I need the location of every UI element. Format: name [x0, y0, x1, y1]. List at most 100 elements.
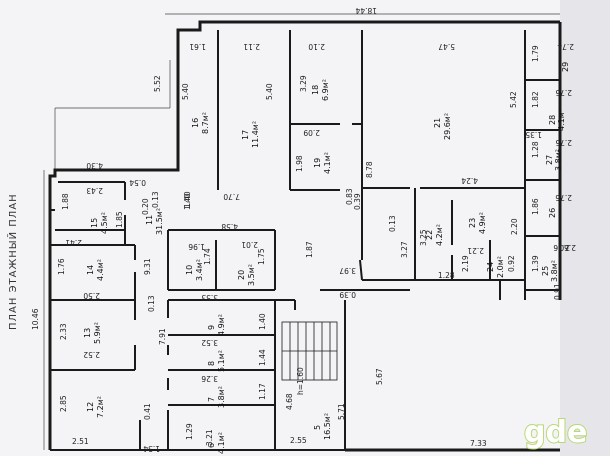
dim-extra-17: 0.13	[388, 215, 397, 232]
room-20-h: 1.75	[257, 248, 266, 265]
dim-extra-19: 0.92	[507, 255, 516, 272]
room-9-area: 4.9м²	[217, 314, 226, 336]
dimension-lines	[43, 13, 560, 450]
dim-extra-22: h=1.60	[296, 367, 305, 395]
dim-extra-2: 9.31	[143, 258, 152, 275]
room-19-w: 2.09	[303, 128, 320, 137]
room-22-w: 3.25	[419, 229, 428, 246]
room-11: 11 31.5м²	[145, 208, 164, 235]
room-19-num: 19	[313, 158, 322, 168]
room-26-h: 2.76	[555, 193, 572, 202]
room-7-w: 3.26	[201, 374, 218, 383]
room-20: 20 3.5м²	[237, 264, 256, 286]
room-9-h: 1.40	[258, 313, 267, 330]
room-7-num: 7	[207, 397, 216, 402]
room-10-num: 10	[185, 265, 194, 275]
room-14: 14 4.4м²	[86, 259, 105, 281]
room-15-h: 1.85	[115, 211, 124, 228]
room-23-h: 4.24	[461, 176, 478, 185]
room-27-h: 2.75	[555, 138, 572, 147]
room-labels: 16 8.7м² 1.61 5.40 17 11.4м² 2.11 5.40 1…	[57, 42, 574, 454]
room-6: 6 4.1м²	[207, 432, 226, 454]
dim-extra-1: 0.54	[129, 178, 146, 187]
room-20-area: 3.5м²	[247, 264, 256, 286]
outer-walls	[48, 20, 562, 452]
room-27-num: 27	[545, 155, 554, 165]
room-28-h: 2.75	[555, 88, 572, 97]
room-18-num: 18	[311, 85, 320, 95]
room-11-h: 1.40	[183, 193, 192, 210]
dim-extra-21: 4.68	[285, 393, 294, 410]
room-12-h: 2.85	[59, 395, 68, 412]
room-25-area: 3.8м²	[550, 260, 559, 282]
room-11-w: 0.20	[141, 198, 150, 215]
dim-extra-10: 2.51	[72, 437, 89, 446]
dim-left-overall: 10.46	[31, 308, 40, 330]
room-11-area: 31.5м²	[155, 208, 164, 235]
room-25-num: 25	[541, 266, 550, 276]
room-9-num: 9	[207, 325, 216, 330]
room-15-area: 4.5м²	[100, 212, 109, 234]
room-17-h: 5.40	[265, 83, 274, 100]
watermark: gde	[523, 414, 588, 451]
room-14-w: 2.41	[65, 238, 82, 247]
dim-extra-20: 5.67	[375, 368, 384, 385]
room-22: 22 4.2м²	[425, 224, 444, 246]
room-13-h: 2.33	[59, 323, 68, 340]
room-24-w: 2.19	[461, 255, 470, 272]
room-28-area: 4.1м²	[557, 109, 566, 131]
room-16-area: 8.7м²	[201, 112, 210, 134]
room-10: 10 3.4м²	[185, 259, 204, 281]
room-5: 5 16.5м²	[313, 413, 332, 440]
room-26-num: 26	[548, 208, 557, 218]
room-26-w: 1.86	[531, 198, 540, 215]
room-13-num: 13	[83, 328, 92, 338]
room-5-w: 2.55	[290, 436, 307, 445]
room-26: 26	[548, 208, 557, 218]
room-19: 19 4.1м²	[313, 152, 332, 174]
interior-walls	[50, 30, 560, 451]
room-21-h: 5.42	[509, 91, 518, 108]
room-12-w: 2.52	[83, 350, 100, 359]
room-21-area: 29.6м²	[443, 113, 452, 140]
room-16: 16 8.7м²	[191, 112, 210, 134]
dim-ext-left: 5.52	[153, 75, 162, 92]
room-29: 29	[561, 62, 570, 72]
dim-extra-6: 0.13	[147, 295, 156, 312]
room-28-num: 28	[548, 115, 557, 125]
room-8-h: 1.44	[258, 349, 267, 366]
room-7: 7 3.8м²	[207, 386, 226, 408]
dim-extra-26: 2.60	[559, 243, 576, 252]
room-25-w: 1.39	[531, 255, 540, 272]
room-13: 13 5.9м²	[83, 322, 102, 344]
room-25: 25 3.8м²	[541, 260, 559, 282]
side-title: ПЛАН ЭТАЖНЫЙ ПЛАН	[6, 193, 19, 330]
room-16-w: 1.61	[189, 42, 206, 51]
room-6-w: 3.21	[205, 429, 214, 446]
dim-extra-16: 8.78	[365, 161, 374, 178]
extra-dimensions: 1.88 0.54 9.31 1.40 7.70 4.58 0.13 7.91 …	[61, 130, 576, 453]
dim-extra-15: 0.39	[353, 193, 362, 210]
room-12-area: 7.2м²	[96, 396, 105, 418]
watermark-text: gde	[524, 415, 587, 450]
dim-extra-4: 7.70	[223, 192, 240, 201]
dim-extra-5: 4.58	[221, 222, 238, 231]
room-23-area: 4.9м²	[478, 212, 487, 234]
room-19-area: 4.1м²	[323, 152, 332, 174]
room-10-h: 1.74	[203, 248, 212, 265]
dim-extra-8: 0.41	[143, 403, 152, 420]
room-5-area: 16.5м²	[323, 413, 332, 440]
staircase	[281, 321, 338, 381]
room-9: 9 4.9м²	[207, 314, 226, 336]
room-8: 8 5.1м²	[207, 350, 226, 372]
dim-extra-11: 1.87	[305, 241, 314, 258]
room-23: 23 4.9м²	[468, 212, 487, 234]
room-24: 24 2.0м²	[486, 256, 505, 278]
room-15-num: 15	[90, 218, 99, 228]
page-shadow	[560, 0, 610, 456]
room-16-num: 16	[191, 118, 200, 128]
room-10-w: 1.96	[188, 242, 205, 251]
room-17-w: 2.11	[243, 42, 260, 51]
dim-extra-24: 0.13	[151, 191, 160, 208]
room-14-h: 1.76	[57, 258, 66, 275]
